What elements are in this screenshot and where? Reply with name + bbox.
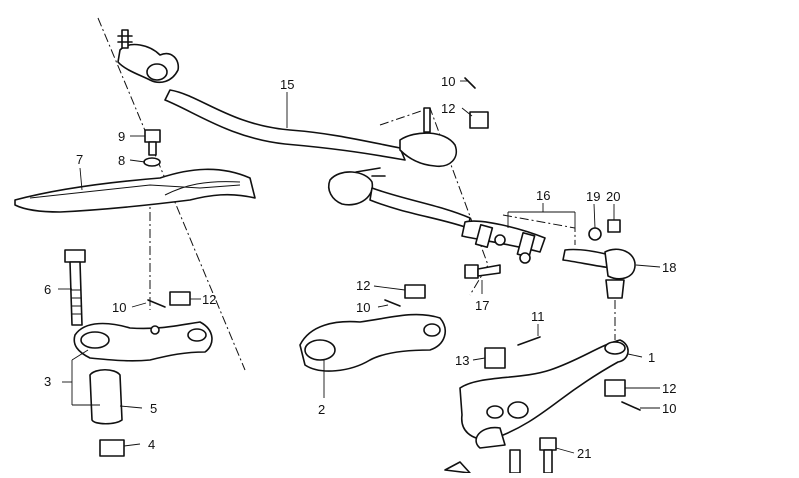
tie-rod-end bbox=[562, 248, 636, 299]
callout-16: 16 bbox=[536, 188, 550, 203]
callout-6: 6 bbox=[44, 282, 51, 297]
callout-4: 4 bbox=[148, 437, 155, 452]
callout-10-top: 10 bbox=[441, 74, 455, 89]
callout-1: 1 bbox=[648, 350, 655, 365]
callout-13: 13 bbox=[455, 353, 469, 368]
callout-10-idler: 10 bbox=[112, 300, 126, 315]
callout-17: 17 bbox=[475, 298, 489, 313]
callout-8: 8 bbox=[118, 153, 125, 168]
callout-7: 7 bbox=[76, 152, 83, 167]
pitman-arm bbox=[299, 284, 446, 372]
callout-15: 15 bbox=[280, 77, 294, 92]
callout-21: 21 bbox=[577, 446, 591, 461]
center-tie-rod bbox=[117, 29, 457, 168]
idler-arm-left bbox=[73, 129, 213, 457]
callouts: 1 2 3 4 5 6 7 8 9 10 10 10 10 11 12 bbox=[44, 74, 676, 461]
steering-knuckle-arm bbox=[444, 336, 641, 474]
callout-11: 11 bbox=[531, 309, 545, 324]
callout-19: 19 bbox=[586, 189, 600, 204]
callout-12-knuckle: 12 bbox=[662, 381, 676, 396]
long-bolt bbox=[64, 249, 86, 326]
callout-20: 20 bbox=[606, 189, 620, 204]
callout-18: 18 bbox=[662, 260, 676, 275]
protection-plate bbox=[14, 168, 256, 213]
callout-10-knuckle: 10 bbox=[662, 401, 676, 416]
callout-12-pitman: 12 bbox=[356, 278, 370, 293]
callout-2: 2 bbox=[318, 402, 325, 417]
callout-9: 9 bbox=[118, 129, 125, 144]
callout-12-top: 12 bbox=[441, 101, 455, 116]
callout-12-idler: 12 bbox=[202, 292, 216, 307]
outer-tie-rod bbox=[327, 171, 546, 264]
small-hardware bbox=[355, 77, 621, 279]
callout-3: 3 bbox=[44, 374, 51, 389]
callout-10-pitman: 10 bbox=[356, 300, 370, 315]
callout-5: 5 bbox=[150, 401, 157, 416]
